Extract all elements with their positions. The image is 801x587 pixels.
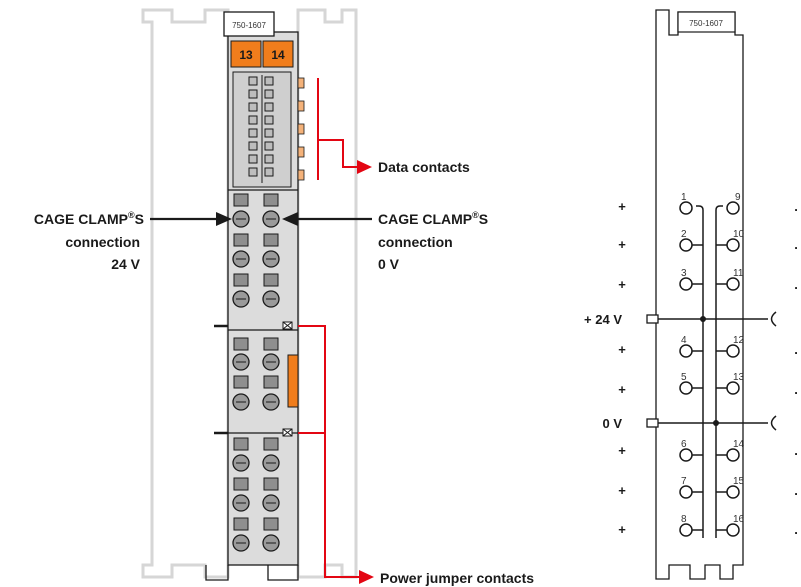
schematic-bus-top-left [696,205,704,211]
schematic-left-pin-numbers: 1 2 3 4 5 6 7 8 [681,192,687,525]
dot-row-1: . [794,199,798,214]
din-rail-outline-right [296,8,358,579]
terminal-label-14: 14 [271,48,285,62]
plus-row-2: + [618,237,626,252]
rail-24v-terminal [646,314,659,324]
pin-10: 10 [733,229,745,240]
power-jumper-callout [298,325,374,584]
plus-row-6: + [618,443,626,458]
cage-clamp-right-line1: CAGE CLAMP®S [378,210,488,227]
pin-2: 2 [681,229,687,240]
schematic-tag [677,11,736,33]
pin-9: 9 [735,192,741,203]
terminal-module: 750-1607 13 14 [141,8,358,581]
jumper-x-markers [282,321,293,437]
data-contacts-label: Data contacts [378,159,470,175]
plus-row-3: + [618,277,626,292]
module-foot-right [267,565,299,581]
pin-1: 1 [681,192,687,203]
pin-16: 16 [733,514,745,525]
pin-12: 12 [733,335,745,346]
schematic-right-dots: . . . . . . . . [794,199,798,537]
din-rail-outline [141,8,230,579]
rail-0v-node [713,420,719,426]
rail-24v-socket [770,311,777,327]
pin-5: 5 [681,372,687,383]
clamp-slots [233,193,279,531]
schematic-pin-stubs [692,244,727,531]
data-contact-pads [297,77,305,181]
module-foot-left [205,565,229,581]
terminal-label-13: 13 [239,48,253,62]
power-jumper-orange [287,354,299,408]
dot-row-4: . [794,342,798,357]
data-contacts-arrowhead [357,160,372,174]
dot-row-2: . [794,237,798,252]
led-grid [248,76,274,177]
cage-clamp-right-line2: connection [378,234,453,250]
plus-row-7: + [618,483,626,498]
plus-row-8: + [618,522,626,537]
cage-clamp-left-line3: 24 V [111,256,140,272]
cage-clamp-right-arrow [282,212,372,226]
schematic-module-id: 750-1607 [689,19,723,28]
clamp-hole-inner-lines [236,218,276,544]
dot-row-5: . [794,382,798,397]
rail-0v-terminal [646,418,659,428]
pin-8: 8 [681,514,687,525]
module-id-label: 750-1607 [232,21,266,30]
pin-13: 13 [733,372,745,383]
pin-7: 7 [681,476,687,487]
module-top-tab [223,11,275,37]
cage-clamp-left-arrow [150,212,232,226]
pin-15: 15 [733,476,745,487]
data-contacts-callout [317,78,372,180]
power-jumper-label: Power jumper contacts [380,570,534,586]
schematic-right-pin-numbers: 9 10 11 12 13 14 15 16 [733,192,745,525]
terminal-label-13-bg [230,40,262,68]
terminal-label-14-bg [262,40,294,68]
pin-11: 11 [733,268,744,279]
cage-clamp-left-line2: connection [65,234,140,250]
plus-row-5: + [618,382,626,397]
plus-row-1: + [618,199,626,214]
dot-row-6: . [794,443,798,458]
pin-6: 6 [681,439,687,450]
dot-row-3: . [794,277,798,292]
cage-clamp-left-line1: CAGE CLAMP®S [34,210,144,227]
plus-row-4: + [618,342,626,357]
pin-14: 14 [733,439,745,450]
dot-row-8: . [794,522,798,537]
cage-clamp-right-line3: 0 V [378,256,400,272]
rail-24v-label: + 24 V [584,312,622,327]
schematic-pin-contacts [679,201,740,537]
schematic-bus-top-right [715,205,723,211]
power-jumper-arrowhead [359,570,374,584]
pin-3: 3 [681,268,687,279]
pin-4: 4 [681,335,687,346]
rail-0v-label: 0 V [602,416,622,431]
schematic-plus-signs: + + + + + + + + [618,199,626,537]
schematic: 750-1607 + 24 V 0 V [584,9,798,580]
rail-0v-socket [770,415,777,431]
rail-24v-node [700,316,706,322]
dot-row-7: . [794,483,798,498]
